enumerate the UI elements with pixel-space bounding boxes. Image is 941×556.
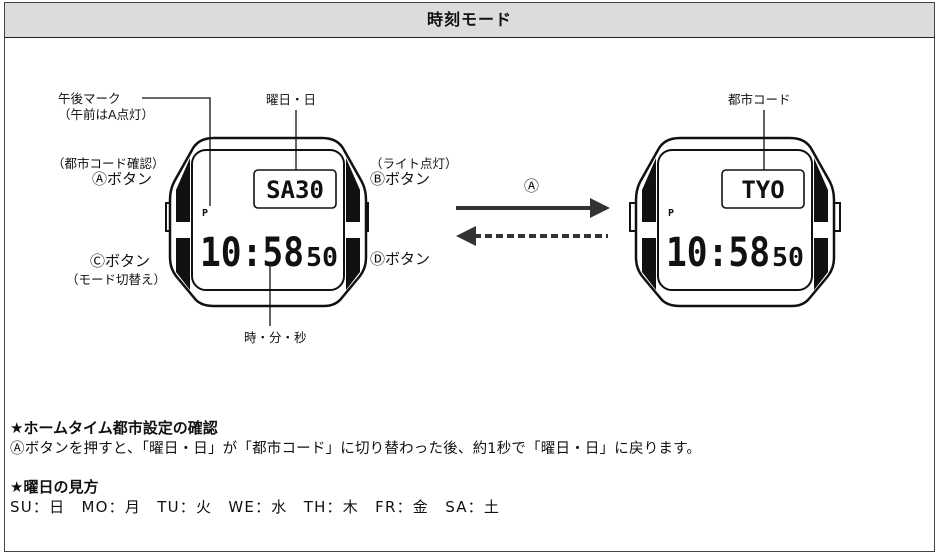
bezel-top-right: [346, 158, 360, 222]
right-bezel-bottom-left: [642, 238, 656, 290]
right-watch: TYO P 10:58 50: [629, 136, 841, 308]
bezel-bottom-right: [346, 238, 360, 290]
right-upper-text: TYO: [741, 176, 784, 204]
button-b-label: Ⓑボタン: [370, 170, 431, 188]
left-leader-lines: [142, 97, 297, 326]
forward-arrow-head: [590, 198, 610, 218]
home-time-text: Ⓐボタンを押すと、「曜日・日」が「都市コード」に切り替わった後、約1秒で「曜日・…: [10, 441, 702, 457]
left-time-seconds: 50: [306, 243, 338, 273]
home-time-title: ★ホームタイム都市設定の確認: [10, 419, 218, 437]
mode-arrows: [456, 198, 610, 246]
left-upper-display: [253, 169, 337, 209]
arrow-button-label: Ⓐ: [524, 177, 540, 195]
pm-mark-leader: [142, 97, 211, 206]
right-time-seconds: 50: [772, 243, 804, 273]
mode-switch-label: （モード切替え）: [66, 272, 167, 287]
weekday-title: ★曜日の見方: [10, 478, 99, 496]
right-pm-indicator: P: [668, 208, 674, 219]
city-code-label: 都市コード: [728, 92, 791, 107]
right-bezel-top-left: [642, 158, 656, 222]
weekday-list: SU：日 MO：月 TU：火 WE：水 TH：木 FR：金 SA：土: [10, 498, 501, 516]
hms-label: 時・分・秒: [244, 330, 307, 345]
pm-mark-note: （午前はA点灯）: [58, 107, 155, 122]
return-arrow-head: [456, 226, 476, 246]
button-a-label: Ⓐボタン: [92, 170, 153, 188]
page-title: 時刻モード: [426, 10, 512, 29]
right-time-main: 10:58: [666, 230, 770, 276]
button-c-label: Ⓒボタン: [90, 252, 151, 270]
right-upper-display: [721, 169, 805, 209]
left-time-main: 10:58: [200, 230, 304, 276]
left-upper-text: SA30: [266, 176, 324, 204]
right-bezel-top-right: [814, 158, 828, 222]
light-label: （ライト点灯）: [370, 156, 458, 171]
left-watch: SA30 P 10:58 50: [165, 136, 369, 308]
header-bar: 時刻モード: [4, 2, 935, 38]
right-bezel-bottom-right: [814, 238, 828, 290]
left-pm-indicator: P: [202, 208, 208, 219]
bezel-bottom-left: [176, 238, 190, 290]
pm-mark-label: 午後マーク: [58, 91, 121, 106]
day-date-label: 曜日・日: [266, 92, 317, 107]
button-d-label: Ⓓボタン: [370, 250, 431, 268]
bezel-top-left: [176, 158, 190, 222]
city-check-label: （都市コード確認）: [52, 156, 165, 171]
